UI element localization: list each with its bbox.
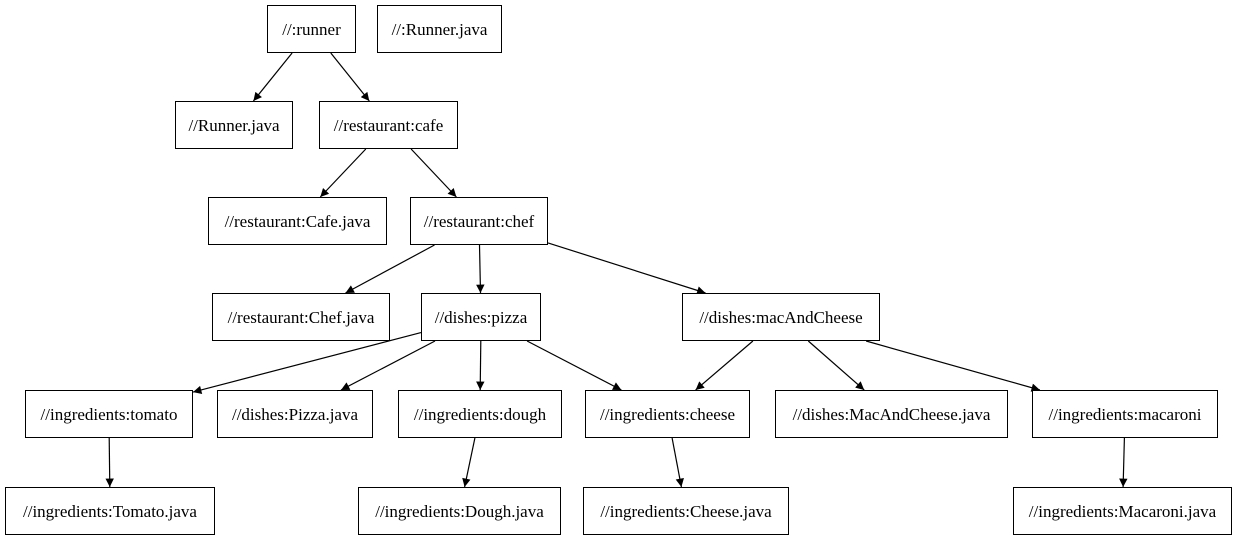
graph-node-dough-java: //ingredients:Dough.java	[358, 487, 561, 535]
graph-node-chef: //restaurant:chef	[410, 197, 548, 245]
graph-node-dough: //ingredients:dough	[398, 390, 562, 438]
graph-edge-mac-and-cheese-to-cheese	[695, 340, 754, 391]
graph-node-cheese: //ingredients:cheese	[585, 390, 750, 438]
graph-node-pizza-java: //dishes:Pizza.java	[217, 390, 373, 438]
graph-edge-macaroni-to-macaroni-java	[1119, 437, 1128, 488]
graph-node-cafe-java: //restaurant:Cafe.java	[208, 197, 387, 245]
graph-edge-runner-to-cafe	[330, 52, 370, 102]
graph-edge-cheese-to-cheese-java	[671, 437, 684, 488]
graph-edge-chef-to-chef-java	[345, 244, 435, 294]
graph-node-macaroni: //ingredients:macaroni	[1032, 390, 1218, 438]
graph-edge-chef-to-pizza	[476, 244, 485, 294]
graph-node-tomato: //ingredients:tomato	[25, 390, 193, 438]
graph-node-mac-and-cheese: //dishes:macAndCheese	[682, 293, 880, 341]
graph-node-runner: //:runner	[267, 5, 356, 53]
graph-edge-tomato-to-tomato-java	[105, 437, 114, 488]
graph-node-cheese-java: //ingredients:Cheese.java	[583, 487, 789, 535]
graph-edge-mac-and-cheese-to-mac-and-cheese-java	[807, 340, 865, 391]
graph-edge-pizza-to-tomato	[192, 332, 422, 395]
graph-edge-runner-to-runner-java	[252, 52, 293, 102]
graph-edge-pizza-to-pizza-java	[340, 340, 436, 391]
graph-node-macaroni-java: //ingredients:Macaroni.java	[1013, 487, 1232, 535]
graph-node-runner-java-file: //:Runner.java	[377, 5, 502, 53]
graph-node-runner-java: //Runner.java	[175, 101, 293, 149]
graph-node-tomato-java: //ingredients:Tomato.java	[5, 487, 215, 535]
graph-node-mac-and-cheese-java: //dishes:MacAndCheese.java	[775, 390, 1008, 438]
graph-node-chef-java: //restaurant:Chef.java	[212, 293, 390, 341]
graph-edge-dough-to-dough-java	[462, 437, 476, 488]
graph-edge-chef-to-mac-and-cheese	[547, 242, 706, 295]
graph-edge-pizza-to-dough	[476, 340, 485, 391]
graph-edge-mac-and-cheese-to-macaroni	[865, 340, 1041, 392]
graph-edge-pizza-to-cheese	[526, 340, 622, 391]
graph-node-cafe: //restaurant:cafe	[319, 101, 458, 149]
graph-edge-cafe-to-cafe-java	[319, 148, 367, 198]
graph-edge-cafe-to-chef	[410, 148, 457, 198]
graph-node-pizza: //dishes:pizza	[421, 293, 541, 341]
